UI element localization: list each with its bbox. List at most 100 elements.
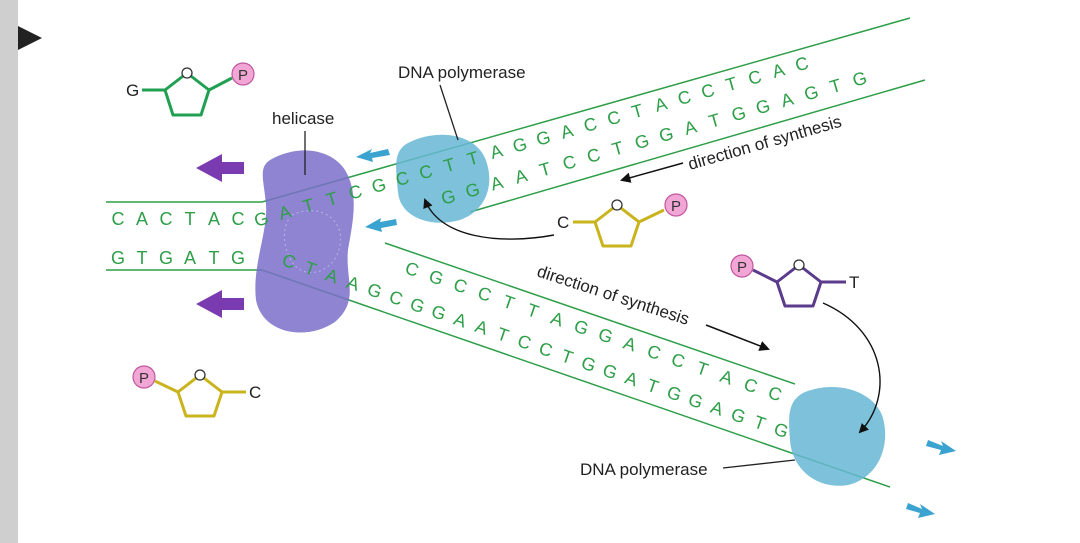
phosphate-label: P — [737, 259, 747, 276]
base-letter: C — [669, 349, 688, 372]
base-letter: T — [324, 188, 340, 210]
nucleotide-mid-right: C P — [557, 193, 688, 248]
nucleotide-right-phosphate-link — [752, 268, 778, 284]
base-letter: A — [770, 59, 787, 82]
base-letter: C — [475, 283, 494, 306]
phosphate-label: P — [238, 67, 248, 84]
base-letter: A — [488, 172, 505, 195]
base-letter: G — [596, 324, 616, 347]
base-letter: G — [579, 352, 599, 375]
base-letter: T — [185, 209, 196, 229]
phosphate-label: P — [671, 198, 681, 215]
base-letter: T — [465, 147, 481, 169]
nucleotide-top-left: G P — [126, 62, 255, 117]
base-letter: T — [137, 248, 148, 268]
blue-arrow-2 — [365, 218, 397, 232]
base-letter: T — [300, 195, 316, 217]
base-letter: G — [632, 130, 651, 153]
oxygen-icon — [181, 67, 193, 79]
base-letter: A — [558, 120, 575, 143]
base-letter: A — [548, 308, 566, 331]
base-letter: T — [694, 358, 711, 380]
blue-arrows — [356, 149, 956, 518]
base-letter: A — [473, 316, 491, 339]
base-letter: A — [512, 165, 529, 188]
nucleotide-top-left-base: G — [126, 81, 139, 100]
polymerase-bottom-pointer — [722, 459, 796, 469]
base-letter: G — [802, 81, 821, 104]
base-letter: C — [675, 86, 693, 109]
base-letter: G — [728, 404, 748, 427]
synthesis-bottom-arrow — [705, 324, 770, 351]
base-letter: G — [463, 179, 482, 202]
phosphate-icon — [132, 365, 156, 389]
nucleotide-bottom-left: P C — [132, 365, 261, 418]
base-letter: A — [621, 333, 639, 356]
base-letter: A — [184, 248, 196, 268]
phosphate-label: P — [139, 370, 149, 387]
base-letter: T — [500, 291, 517, 313]
base-letter: G — [429, 301, 449, 324]
base-letter: A — [276, 201, 293, 224]
base-letter: G — [159, 248, 173, 268]
base-letter: G — [600, 360, 620, 383]
base-letter: C — [536, 338, 555, 361]
nucleotide-bottom-left-phosphate-link — [154, 379, 179, 394]
base-letter: T — [644, 375, 661, 397]
base-letter: A — [652, 93, 669, 116]
base-letter: A — [779, 89, 796, 112]
base-letter: T — [209, 248, 220, 268]
nucleotide-mid-right-phosphate-link — [638, 208, 665, 224]
base-letter: C — [699, 80, 717, 103]
base-letter: G — [369, 174, 388, 197]
helicase-shape — [255, 150, 354, 333]
base-letter: C — [112, 209, 125, 229]
base-letter: T — [494, 324, 511, 346]
base-letter: T — [559, 346, 576, 368]
base-letter: A — [622, 368, 640, 391]
base-letter: G — [729, 102, 748, 125]
phosphate-icon — [730, 254, 754, 278]
base-letter: T — [707, 110, 723, 132]
base-letter: G — [111, 248, 125, 268]
base-letter: C — [160, 209, 173, 229]
strand-lines — [106, 17, 926, 488]
polymerase-top-shape — [396, 134, 490, 223]
blue-arrow-3 — [926, 440, 956, 455]
base-letter: C — [451, 274, 470, 297]
base-letter: C — [280, 250, 299, 273]
polymerase-bottom-shape — [789, 386, 886, 486]
base-letter: C — [387, 287, 406, 310]
oxygen-icon — [194, 369, 206, 381]
base-letter: T — [441, 154, 457, 176]
nucleotide-right: P T — [730, 254, 859, 308]
base-letter: G — [407, 294, 427, 317]
nucleotide-right-ring — [775, 263, 823, 308]
base-letter: T — [828, 75, 844, 97]
blue-arrow-1 — [356, 149, 390, 162]
phosphate-icon — [231, 62, 255, 86]
base-letter: G — [771, 419, 791, 442]
base-letter: C — [403, 258, 422, 281]
base-letter: C — [605, 107, 623, 130]
helicase-arrow-lower — [196, 290, 244, 318]
base-letter: A — [208, 209, 220, 229]
base-letter: T — [537, 158, 553, 180]
base-letter: T — [723, 73, 739, 95]
nucleotide-top-left-ring — [163, 71, 211, 117]
polymerase-top-label: DNA polymerase — [398, 63, 526, 82]
blue-arrow-4 — [906, 503, 935, 518]
base-letter: A — [708, 397, 726, 420]
base-letter: C — [232, 209, 245, 229]
base-letter: A — [682, 116, 699, 139]
base-letter: G — [534, 127, 553, 150]
base-letter: C — [515, 331, 534, 354]
play-icon[interactable] — [18, 26, 42, 50]
helicase-highlight — [284, 210, 342, 273]
nucleotide-bottom-left-ring — [176, 373, 224, 418]
base-letter: C — [393, 167, 411, 190]
polymerase-bottom-label: DNA polymerase — [580, 460, 708, 479]
